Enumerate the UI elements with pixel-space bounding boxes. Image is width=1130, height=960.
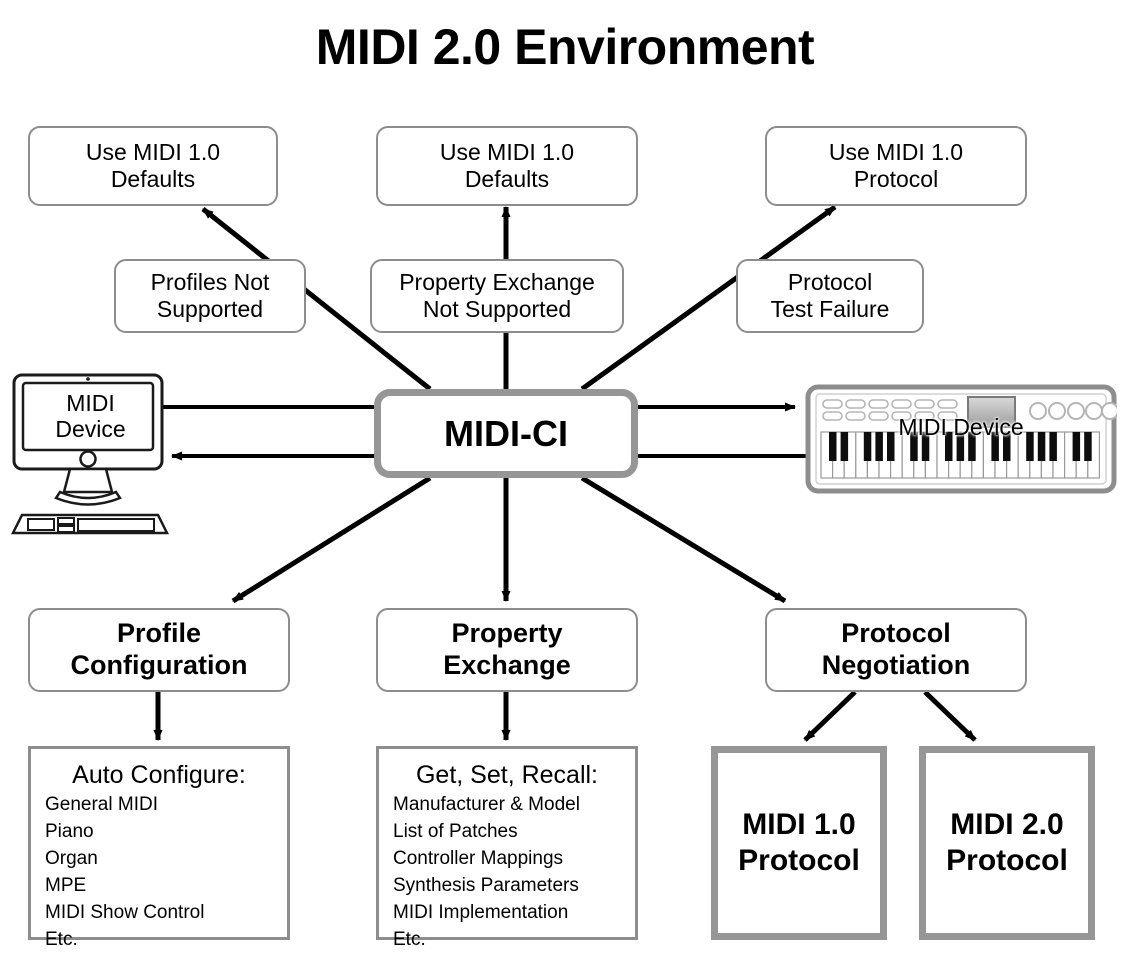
list-item: Manufacturer & Model bbox=[393, 794, 580, 815]
computer-label-line1: MIDI bbox=[66, 390, 115, 416]
device-computer[interactable]: MIDI Device bbox=[8, 372, 173, 538]
list-item: Synthesis Parameters bbox=[393, 874, 579, 896]
device-synth[interactable]: MIDI Device bbox=[805, 384, 1119, 494]
list-item: Controller Mappings bbox=[393, 847, 564, 869]
box-label: Protocol Negotiation bbox=[821, 618, 971, 680]
box-label: Profile Configuration bbox=[70, 618, 248, 680]
box-protocol-negotiation[interactable]: Protocol Negotiation bbox=[765, 608, 1027, 692]
get-set-recall-title: Get, Set, Recall: bbox=[415, 761, 599, 789]
box-use-midi-1-0-defaults-left[interactable]: Use MIDI 1.0 Defaults bbox=[28, 126, 278, 206]
connector-ci-to-protocol-negotiation bbox=[580, 475, 787, 604]
box-label: Property Exchange Not Supported bbox=[399, 268, 595, 322]
list-item: Etc. bbox=[393, 928, 426, 950]
box-profiles-not-supported[interactable]: Profiles Not Supported bbox=[114, 259, 306, 333]
box-label: Protocol Test Failure bbox=[770, 268, 890, 322]
node-label: MIDI-CI bbox=[444, 412, 568, 454]
box-label: Use MIDI 1.0 Defaults bbox=[85, 138, 221, 192]
list-item: Etc. bbox=[45, 928, 78, 950]
page-title: MIDI 2.0 Environment bbox=[315, 19, 815, 75]
box-protocol-test-failure[interactable]: Protocol Test Failure bbox=[736, 259, 924, 333]
list-item: Organ bbox=[45, 847, 98, 869]
box-label: Use MIDI 1.0 Defaults bbox=[439, 138, 575, 192]
box-auto-configure-details: Auto Configure: General MIDI Piano Organ… bbox=[28, 746, 290, 950]
synth-device-label: MIDI Device bbox=[898, 414, 1024, 440]
box-label: Property Exchange bbox=[443, 618, 571, 680]
box-property-exchange-not-supported[interactable]: Property Exchange Not Supported bbox=[370, 259, 624, 333]
midi-keyboard-icon bbox=[805, 384, 1119, 494]
connector-negotiation-to-midi20 bbox=[923, 690, 977, 742]
list-item: MPE bbox=[45, 874, 87, 896]
desktop-computer-icon bbox=[10, 373, 170, 535]
box-use-midi-1-0-protocol-right[interactable]: Use MIDI 1.0 Protocol bbox=[765, 126, 1027, 206]
box-label: MIDI 2.0 Protocol bbox=[946, 808, 1068, 877]
box-label: Use MIDI 1.0 Protocol bbox=[828, 138, 964, 192]
connector-ci-to-defaults-left bbox=[201, 207, 432, 391]
box-use-midi-1-0-defaults-center[interactable]: Use MIDI 1.0 Defaults bbox=[376, 126, 638, 206]
box-property-exchange[interactable]: Property Exchange bbox=[376, 608, 638, 692]
box-profile-configuration[interactable]: Profile Configuration bbox=[28, 608, 290, 692]
auto-configure-title: Auto Configure: bbox=[72, 761, 246, 789]
box-label: Profiles Not Supported bbox=[150, 268, 270, 322]
box-get-set-recall-details: Get, Set, Recall: Manufacturer & Model L… bbox=[376, 746, 638, 950]
list-item: Piano bbox=[45, 820, 94, 842]
box-midi-1-0-protocol[interactable]: MIDI 1.0 Protocol bbox=[711, 746, 887, 940]
box-midi-2-0-protocol[interactable]: MIDI 2.0 Protocol bbox=[919, 746, 1095, 940]
connector-negotiation-to-midi10 bbox=[803, 690, 857, 742]
list-item: MIDI Implementation bbox=[393, 901, 569, 923]
list-item: List of Patches bbox=[393, 820, 518, 842]
list-item: General MIDI bbox=[45, 794, 158, 815]
computer-label-line2: Device bbox=[55, 416, 126, 443]
box-label: MIDI 1.0 Protocol bbox=[738, 808, 860, 877]
get-set-recall-list: Manufacturer & Model List of Patches Con… bbox=[379, 792, 635, 954]
connector-ci-to-profile-configuration bbox=[231, 475, 432, 604]
list-item: MIDI Show Control bbox=[45, 901, 205, 923]
auto-configure-list: General MIDI Piano Organ MPE MIDI Show C… bbox=[31, 792, 287, 954]
node-midi-ci[interactable]: MIDI-CI bbox=[374, 389, 638, 478]
connector-ci-to-protocol-right bbox=[580, 204, 837, 392]
computer-screen-label: MIDI Device bbox=[8, 390, 173, 443]
